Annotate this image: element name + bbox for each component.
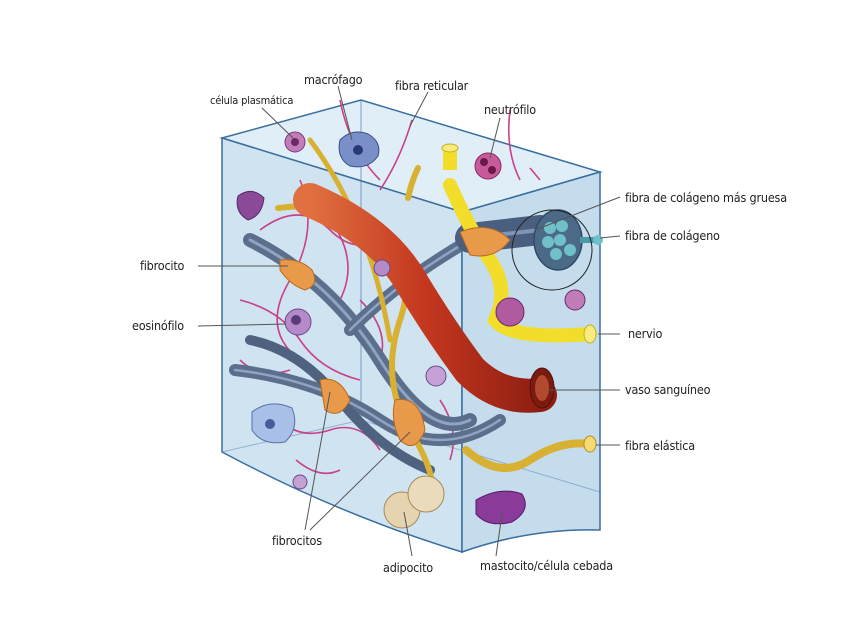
label-eosinofilo: eosinófilo (132, 318, 184, 333)
label-mastocito: mastocito/célula cebada (480, 558, 613, 573)
label-macrofago: macrófago (304, 72, 362, 87)
elastic-fiber-end (584, 436, 596, 452)
neutrophil (475, 153, 501, 179)
label-fibra-colageno: fibra de colágeno (625, 228, 720, 243)
label-nervio: nervio (628, 326, 662, 341)
label-fibrocitos: fibrocitos (272, 533, 322, 548)
label-celula-plasmatica: célula plasmática (210, 94, 293, 107)
label-fibra-colageno-gruesa: fibra de colágeno más gruesa (625, 190, 787, 205)
label-neutrofilo: neutrófilo (484, 102, 536, 117)
label-fibrocito: fibrocito (140, 258, 184, 273)
adipocyte-2 (408, 476, 444, 512)
label-vaso-sanguineo: vaso sanguíneo (625, 382, 710, 397)
label-fibra-elastica: fibra elástica (625, 438, 695, 453)
label-fibra-reticular: fibra reticular (395, 78, 468, 93)
label-adipocito: adipocito (383, 560, 433, 575)
